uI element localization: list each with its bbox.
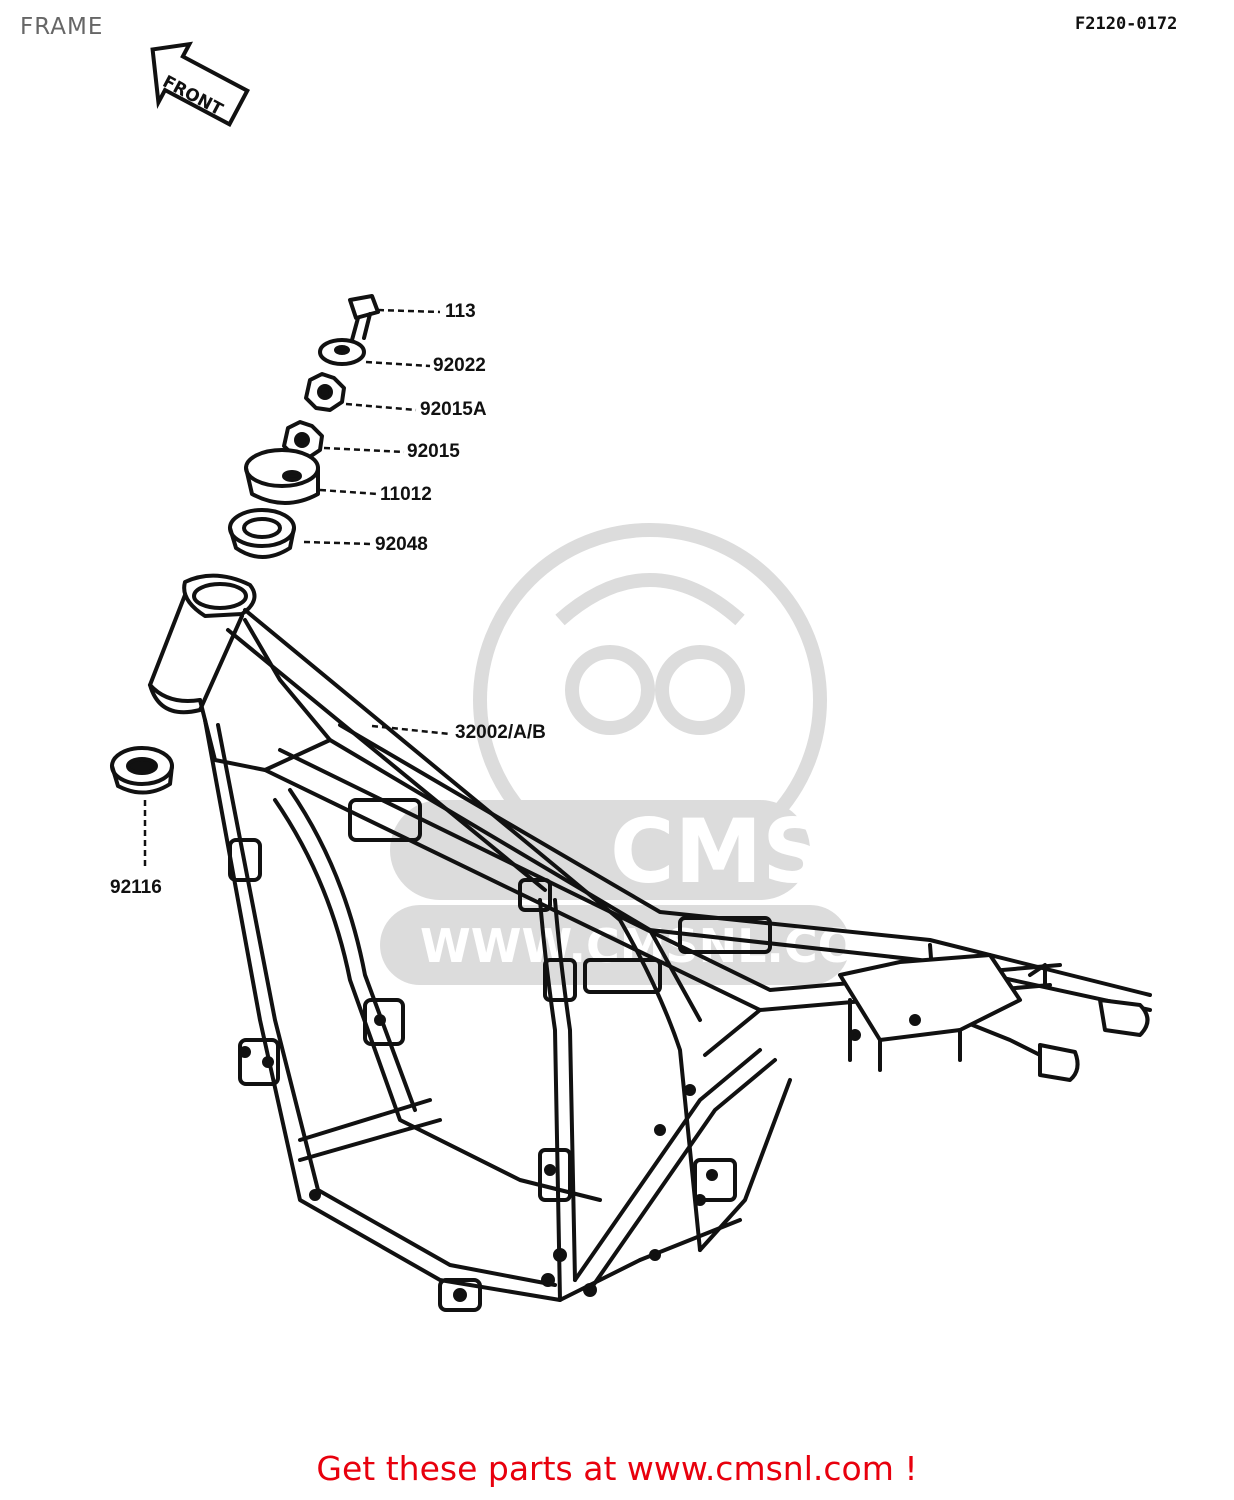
leader-92022 [365, 360, 431, 368]
grommet-92116-icon [110, 746, 174, 795]
part-label-92048[interactable]: 92048 [375, 534, 428, 555]
bearing-92048-icon [228, 508, 296, 559]
bolt-113-icon [348, 294, 380, 342]
part-label-32002[interactable]: 32002/A/B [455, 722, 546, 743]
part-label-92015a[interactable]: 92015A [420, 399, 487, 420]
leader-113 [377, 308, 441, 314]
leader-92015a [345, 402, 417, 412]
nut-92015a-icon [304, 372, 346, 412]
part-label-11012[interactable]: 11012 [380, 484, 432, 505]
part-label-92116[interactable]: 92116 [110, 877, 162, 898]
part-label-92015[interactable]: 92015 [407, 441, 460, 462]
part-label-92022[interactable]: 92022 [433, 355, 486, 376]
diagram-code: F2120-0172 [1075, 14, 1178, 34]
leader-32002 [371, 724, 451, 736]
part-label-113[interactable]: 113 [445, 301, 476, 322]
leader-92048 [303, 540, 373, 546]
front-arrow-icon [150, 41, 250, 128]
cap-11012-icon [244, 448, 320, 505]
page-title: FRAME [20, 14, 104, 40]
leader-11012 [319, 488, 379, 496]
leader-92015 [323, 446, 405, 454]
footer-link[interactable]: Get these parts at www.cmsnl.com ! [316, 1449, 918, 1488]
